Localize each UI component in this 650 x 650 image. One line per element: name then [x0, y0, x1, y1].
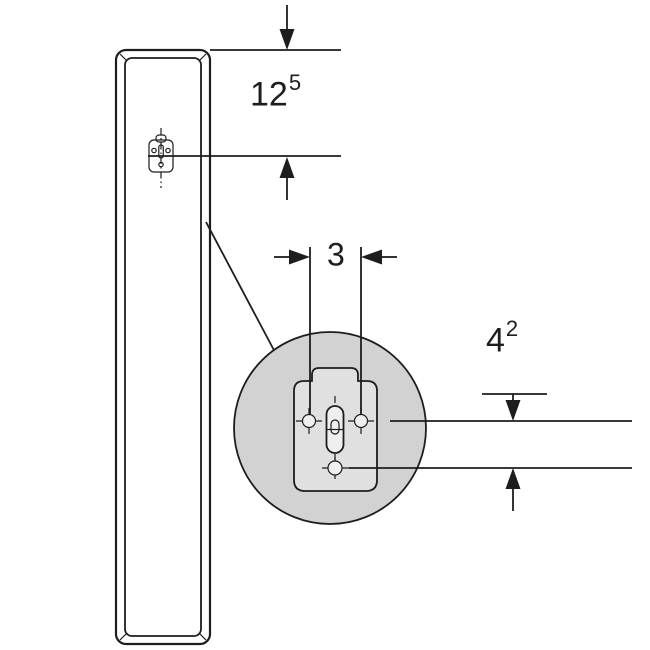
plate-slot-inner: [330, 419, 340, 435]
dim-arrow-up-icon: [279, 157, 295, 178]
dim-arrow-right-icon: [289, 249, 310, 265]
panel-outer-outline: [114, 48, 212, 646]
dim-arrow-up-icon: [505, 468, 521, 489]
panel-inner-outline: [124, 57, 202, 637]
dimension-label-hole-vertical-offset: 42: [486, 318, 518, 360]
mini-plate-slot: [158, 144, 164, 159]
detail-leader-line: [205, 221, 277, 355]
mini-plate-tab: [155, 134, 167, 143]
plate-hole-right: [353, 413, 369, 429]
dimension-superscript: 5: [288, 70, 302, 95]
dim-arrow-left-icon: [361, 249, 382, 265]
panel-corner-chamfer: [119, 53, 128, 62]
dimension-value: 3: [327, 236, 345, 273]
plate-hole-left: [301, 413, 317, 429]
mini-plate-hole: [151, 147, 157, 154]
dimension-hole-vertical-offset: [349, 393, 632, 511]
plate-hole-bottom: [327, 460, 343, 476]
dimension-value: 12: [250, 75, 288, 114]
mounting-plate-detail: [293, 367, 378, 492]
panel-corner-chamfer: [119, 632, 128, 641]
dimension-top-offset: [148, 5, 341, 200]
dimension-superscript: 2: [505, 316, 519, 341]
dimension-hole-spacing: [274, 247, 397, 414]
dim-arrow-down-icon: [505, 400, 521, 421]
panel: [114, 48, 212, 646]
panel-corner-chamfer: [198, 53, 207, 62]
mini-plate-hole: [158, 161, 164, 168]
dimension-label-hole-spacing: 3: [327, 236, 345, 271]
dim-arrow-down-icon: [279, 29, 295, 50]
panel-corner-chamfer: [198, 632, 207, 641]
mini-mounting-plate: [148, 128, 174, 188]
dimension-label-top-offset: 125: [250, 72, 301, 114]
dimension-value: 4: [486, 321, 505, 360]
mini-plate-hole: [165, 147, 171, 154]
